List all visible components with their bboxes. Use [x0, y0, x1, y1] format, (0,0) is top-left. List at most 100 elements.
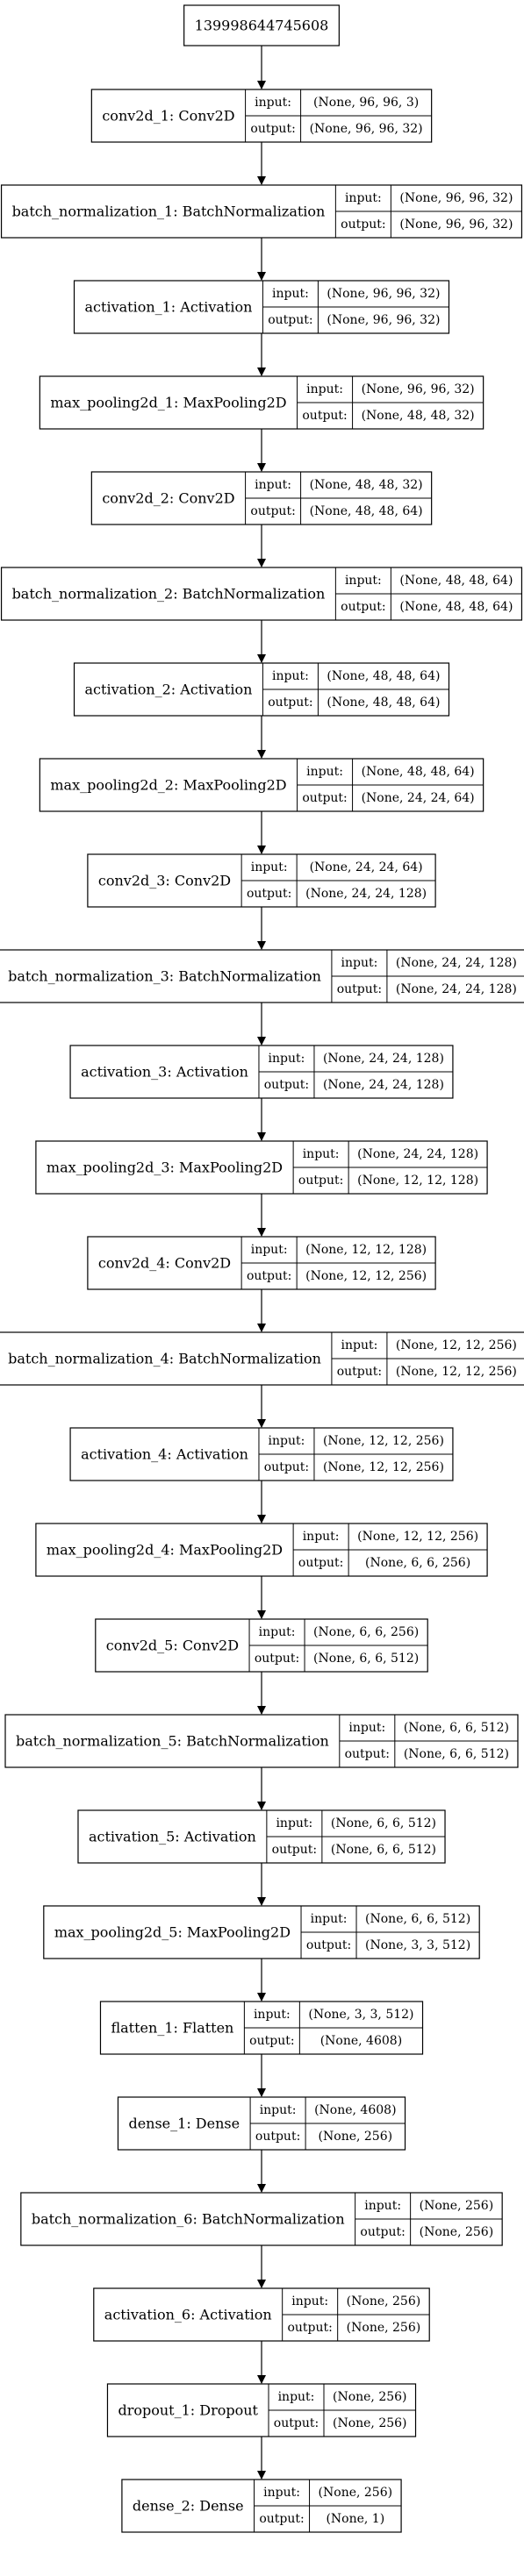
port-label-output: output:: [255, 2130, 300, 2144]
layer-node: activation_1: Activationinput:output:(No…: [73, 280, 450, 334]
port-label-output: output:: [306, 1938, 351, 1952]
port-label-output: output:: [272, 1843, 317, 1857]
output-shape: (None, 256): [333, 2416, 407, 2430]
output-shape: (None, 12, 12, 256): [323, 1460, 444, 1474]
port-label-input: input:: [364, 2199, 401, 2213]
port-label-output: output:: [247, 1269, 291, 1283]
input-shape: (None, 96, 96, 32): [327, 287, 440, 301]
layer-name: batch_normalization_1: BatchNormalizatio…: [12, 203, 326, 220]
port-label-output: output:: [250, 504, 295, 518]
output-shape: (None, 96, 96, 32): [399, 218, 513, 232]
port-label-input: input:: [345, 574, 382, 588]
input-shape: (None, 256): [420, 2199, 494, 2213]
output-shape: (None, 256): [347, 2321, 421, 2335]
output-shape: (None, 24, 24, 128): [396, 982, 517, 996]
output-shape: (None, 48, 48, 32): [362, 409, 475, 423]
input-shape: (None, 24, 24, 128): [396, 956, 517, 970]
layer-name: max_pooling2d_4: MaxPooling2D: [47, 1542, 283, 1559]
input-shape: (None, 256): [319, 2486, 393, 2500]
layer-node: flatten_1: Flatten input: output: (None, 3,…: [99, 2001, 424, 2055]
port-label-input: input:: [254, 2008, 291, 2022]
port-label-input: input:: [311, 1912, 348, 1926]
layer-name: dense_2: Dense: [133, 2498, 244, 2515]
layer-name: conv2d_2: Conv2D: [102, 490, 234, 507]
port-label-output: output:: [264, 1460, 309, 1474]
port-label-output: output:: [302, 791, 347, 805]
layer-node: max_pooling2d_4: MaxPooling2D input: outpu…: [35, 1523, 488, 1577]
port-label-output: output:: [249, 2034, 294, 2048]
layer-node: max_pooling2d_3: MaxPooling2Dinput:outpu…: [35, 1140, 488, 1195]
port-label-input: input:: [263, 2486, 300, 2500]
port-label-input: input:: [260, 2103, 297, 2117]
layer-name: activation_2: Activation: [85, 681, 253, 698]
port-label-input: input:: [303, 1530, 340, 1544]
input-shape: (None, 256): [333, 2390, 407, 2404]
layer-name: activation_6: Activation: [104, 2307, 272, 2323]
output-shape: (None, 4608): [320, 2034, 402, 2048]
input-shape: (None, 48, 48, 64): [362, 765, 475, 779]
output-shape: (None, 6, 6, 512): [404, 1747, 509, 1761]
layer-box: [69, 1427, 454, 1481]
output-shape: (None, 24, 24, 64): [362, 791, 475, 805]
output-shape: (None, 12, 12, 256): [305, 1269, 427, 1283]
port-label-input: input:: [269, 1434, 305, 1448]
port-label-output: output:: [268, 313, 312, 327]
layer-name: flatten_1: Flatten: [111, 2020, 233, 2037]
output-shape: (None, 6, 6, 512): [313, 1652, 419, 1666]
input-shape: (None, 96, 96, 32): [362, 382, 475, 396]
layer-node: activation_4: Activationinput:output:(No…: [69, 1427, 454, 1481]
port-label-output: output:: [341, 600, 385, 614]
port-label-output: output:: [337, 1365, 382, 1379]
layer-name: batch_normalization_6: BatchNormalizatio…: [32, 2211, 345, 2228]
port-label-output: output:: [259, 2512, 304, 2526]
output-shape: (None, 12, 12, 256): [396, 1365, 517, 1379]
port-label-input: input:: [306, 382, 343, 396]
input-shape: (None, 6, 6, 512): [365, 1912, 470, 1926]
input-shape: (None, 4608): [314, 2103, 396, 2117]
layer-name: batch_normalization_2: BatchNormalizatio…: [12, 586, 326, 603]
input-shape: (None, 96, 96, 32): [399, 191, 513, 205]
port-label-output: output:: [247, 887, 291, 901]
layer-node: activation_2: Activationinput:output:(No…: [73, 662, 450, 717]
layer-node: batch_normalization_2: BatchNormalizatio…: [0, 567, 523, 621]
layer-node: max_pooling2d_2: MaxPooling2Dinput:outpu…: [39, 758, 485, 812]
layer-node: batch_normalization_4: BatchNormalizatio…: [0, 1331, 524, 1386]
output-shape: (None, 48, 48, 64): [310, 504, 423, 518]
layer-name: max_pooling2d_2: MaxPooling2D: [50, 777, 286, 794]
input-shape: (None, 12, 12, 128): [305, 1243, 427, 1257]
layer-name: dense_1: Dense: [128, 2116, 240, 2132]
port-label-output: output:: [250, 122, 295, 136]
port-label-input: input:: [251, 1243, 288, 1257]
input-shape: (None, 3, 3, 512): [308, 2008, 413, 2022]
layer-name: batch_normalization_5: BatchNormalizatio…: [16, 1733, 329, 1750]
input-shape: (None, 48, 48, 32): [310, 478, 423, 492]
port-label-input: input:: [345, 191, 382, 205]
port-label-input: input:: [272, 287, 309, 301]
layer-name: conv2d_5: Conv2D: [106, 1638, 239, 1654]
port-label-output: output:: [268, 696, 312, 710]
input-node-label: 139998644745608: [195, 18, 329, 34]
port-label-output: output:: [255, 1652, 299, 1666]
layer-name: activation_3: Activation: [81, 1064, 248, 1081]
input-shape: (None, 6, 6, 512): [404, 1721, 509, 1735]
port-label-output: output:: [298, 1556, 343, 1570]
port-label-input: input:: [278, 2390, 315, 2404]
input-node: 139998644745608: [183, 4, 340, 46]
input-shape: (None, 48, 48, 64): [327, 669, 440, 683]
input-shape: (None, 24, 24, 64): [310, 860, 423, 874]
input-shape: (None, 256): [347, 2294, 421, 2308]
port-label-output: output:: [287, 2321, 332, 2335]
output-shape: (None, 96, 96, 32): [327, 313, 440, 327]
output-shape: (None, 24, 24, 128): [305, 887, 427, 901]
port-label-input: input:: [341, 956, 378, 970]
input-shape: (None, 12, 12, 256): [323, 1434, 444, 1448]
layer-name: conv2d_1: Conv2D: [102, 108, 234, 125]
port-label-input: input:: [291, 2294, 328, 2308]
